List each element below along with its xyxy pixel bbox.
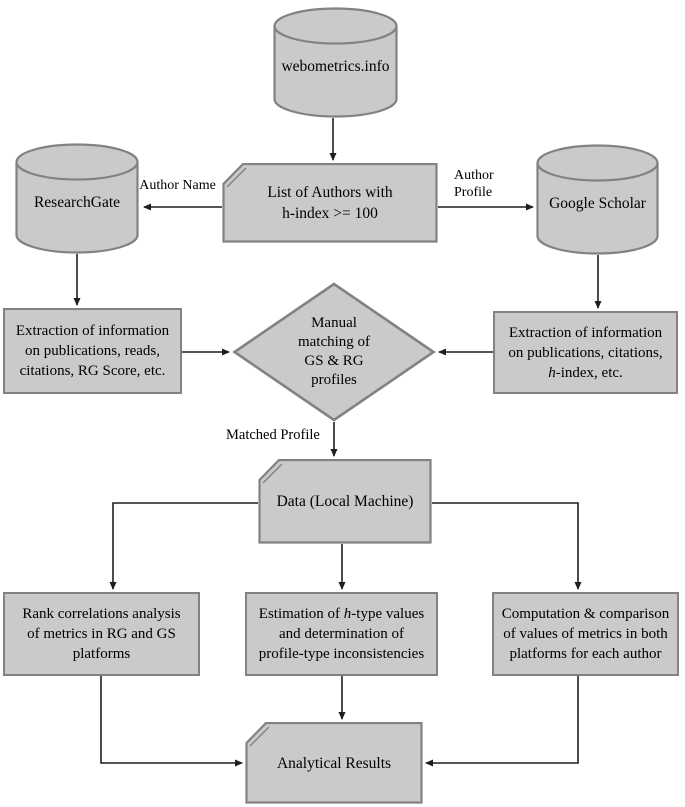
- google-scholar-label: Google Scholar: [549, 194, 646, 212]
- edge-rank-to-analytical: [100, 676, 243, 767]
- diamond-shape: [232, 282, 436, 422]
- cylinder-shape: [536, 144, 659, 255]
- data-local-machine-card: Data (Local Machine): [258, 459, 432, 544]
- google-scholar-database: Google Scholar: [536, 144, 659, 255]
- webometrics-database: webometrics.info: [273, 7, 398, 118]
- analytical-results-card: Analytical Results: [245, 722, 423, 804]
- author-name-edge-label: Author Name: [139, 178, 216, 193]
- researchgate-label: ResearchGate: [33, 193, 121, 211]
- cylinder-shape: [15, 143, 139, 254]
- researchgate-database: ResearchGate: [15, 143, 139, 254]
- webometrics-label: webometrics.info: [281, 57, 390, 75]
- edge-computation-to-analytical: [425, 676, 579, 767]
- matched-profile-edge-label: Matched Profile: [226, 427, 320, 443]
- card-shape: [222, 163, 438, 243]
- data-local-machine-label: Data (Local Machine): [276, 493, 414, 510]
- card-shape: [258, 459, 432, 544]
- edge-data-to-rank: [109, 502, 258, 590]
- cylinder-shape: [273, 7, 398, 118]
- card-shape: [245, 722, 423, 804]
- analytical-results-label: Analytical Results: [276, 754, 392, 772]
- edge-data-to-computation: [432, 502, 582, 590]
